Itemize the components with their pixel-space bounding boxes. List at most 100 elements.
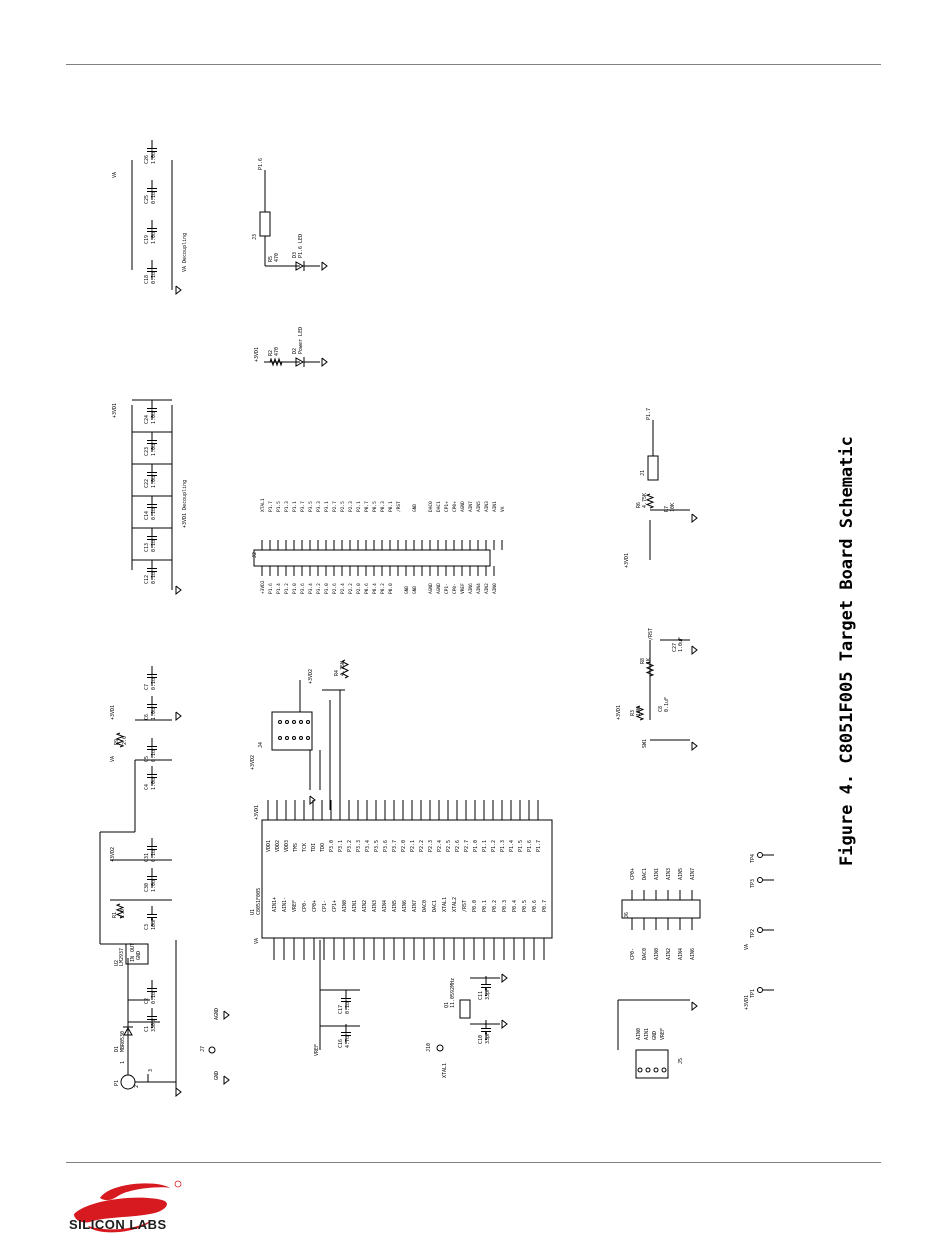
pin-icon [637, 1067, 643, 1073]
schematic-label: R5 [268, 256, 274, 262]
mcu-pin-label: P3.6 [383, 840, 389, 852]
mcu-pin-label: P2.0 [401, 840, 407, 852]
mcu-pin-label: VREF [292, 900, 298, 912]
header-pin-label: P2.0 [356, 583, 362, 594]
pin-icon [653, 1067, 659, 1073]
mcu-pin-label: TCK [302, 843, 308, 852]
capacitor-value: 33pF [485, 1032, 491, 1044]
capacitor-value: 0.1uF [151, 847, 157, 862]
rect-175 [271, 711, 313, 751]
mcu-pin-label: P1.4 [509, 840, 515, 852]
capacitor-ref: C11 [478, 991, 484, 1000]
header-pin-label: P1.4 [276, 583, 282, 594]
schematic-label: U2 [114, 960, 120, 966]
pin-icon [645, 1067, 651, 1073]
schematic-label: +3VD2 [110, 847, 116, 862]
polyline-33 [115, 903, 125, 919]
header-pin-label: DAC0 [642, 948, 648, 960]
ground-icon [691, 513, 698, 524]
schematic-label: 470 [274, 253, 280, 262]
header-pin-label: P0.5 [372, 501, 378, 512]
schematic-label: 470 [274, 347, 280, 356]
schematic-label: 3 [148, 1069, 154, 1072]
header-pin-label: P1.1 [292, 501, 298, 512]
mcu-pin-label: P1.5 [518, 840, 524, 852]
capacitor-ref: C19 [144, 235, 150, 244]
capacitor-value: 33pF [485, 988, 491, 1000]
test-point-icon [757, 877, 763, 883]
block-caption: VA Decoupling [182, 233, 188, 272]
mcu-pin-label: XTAL1 [442, 897, 448, 912]
schematic-label: +3VD1 [616, 705, 622, 720]
pin-icon [299, 720, 303, 724]
ground-icon [175, 585, 182, 596]
capacitor-ref: C30 [144, 883, 150, 892]
header-pin-label: P3.1 [324, 501, 330, 512]
schematic-label: C8051F005 [256, 888, 262, 915]
schematic-label: J1 [640, 470, 646, 476]
schematic-label: +3VD1 [112, 403, 118, 418]
rect-183 [253, 549, 491, 567]
schematic-label: 10K [670, 503, 676, 512]
rect-290 [635, 1049, 669, 1079]
schematic-label: +3VD1 [624, 553, 630, 568]
mcu-pin-label: AIN0 [342, 900, 348, 912]
header-pin-label: VA [500, 506, 506, 512]
polyline-182 [340, 659, 350, 679]
mcu-pin-label: AIN2 [362, 900, 368, 912]
schematic-label: GND [214, 1071, 220, 1080]
mcu-pin-label: TDO [320, 843, 326, 852]
schematic-label: J6 [624, 912, 630, 918]
schematic-label: TP2 [750, 929, 756, 938]
schematic-label: R2 [268, 350, 274, 356]
header-pin-label: CP0+ [630, 868, 636, 880]
header-pin-label: AIN0 [636, 1028, 642, 1040]
mcu-pin-label: XTAL2 [452, 897, 458, 912]
capacitor-value: 0.1uF [151, 569, 157, 584]
block-caption: P1.6 LED [298, 234, 304, 258]
schematic-label: OUT [130, 943, 136, 952]
rect-115 [261, 819, 553, 939]
capacitor-ref: C6 [144, 714, 150, 720]
mcu-pin-label: P1.1 [482, 840, 488, 852]
schematic-label: Q1 [444, 1002, 450, 1008]
capacitor-ref: C10 [478, 1035, 484, 1044]
mcu-pin-label: P0.6 [532, 900, 538, 912]
schematic-label: J5 [678, 1058, 684, 1064]
schematic-label: +3VD2 [250, 755, 256, 770]
schematic-label: 0.1uF [664, 697, 670, 712]
mcu-pin-label: AIN6 [402, 900, 408, 912]
capacitor-ref: C22 [144, 479, 150, 488]
schematic-label: +3VD1 [254, 805, 260, 820]
mcu-pin-label: P3.4 [365, 840, 371, 852]
schematic-label: XTAL1 [442, 1063, 448, 1078]
mcu-pin-label: P3.5 [374, 840, 380, 852]
rect-275 [647, 455, 659, 481]
mcu-pin-label: P2.2 [419, 840, 425, 852]
header-pin-label: AIN4 [476, 583, 482, 594]
schematic-label: TP1 [750, 989, 756, 998]
header-pin-label: P1.3 [284, 501, 290, 512]
mcu-pin-label: DAC1 [432, 900, 438, 912]
schematic-label: J4 [258, 742, 264, 748]
schematic-label: 4.75K [642, 493, 648, 508]
capacitor-ref: C13 [144, 543, 150, 552]
schematic-label: VA [112, 172, 118, 178]
schematic-label: R9 [114, 739, 120, 745]
header-pin-label: AIN7 [690, 868, 696, 880]
pin-icon [299, 736, 303, 740]
ground-icon [691, 741, 698, 752]
capacitor-ref: C16 [338, 1039, 344, 1048]
mcu-pin-label: CP1- [322, 900, 328, 912]
header-pin-label: GND [412, 586, 418, 594]
header-pin-label: P3.3 [316, 501, 322, 512]
schematic-label: 2.0 [120, 909, 126, 918]
header-pin-label: CP0+ [452, 501, 458, 512]
header-pin-label: GND [652, 1031, 658, 1040]
header-pin-label: P2.6 [332, 583, 338, 594]
mcu-pin-label: P1.0 [473, 840, 479, 852]
pin-icon [292, 736, 296, 740]
capacitor-ref: C26 [144, 155, 150, 164]
schematic-label: R6 [636, 502, 642, 508]
mcu-pin-label: P3.3 [356, 840, 362, 852]
